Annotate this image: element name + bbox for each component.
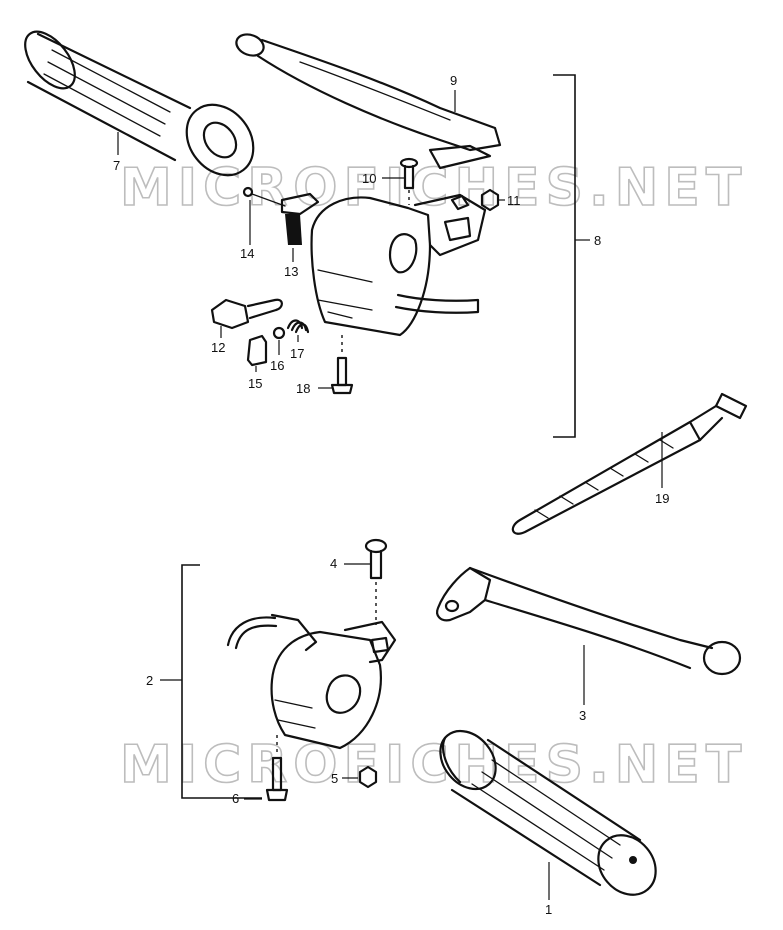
block-part-15[interactable] [246, 334, 268, 367]
callout-15: 15 [248, 376, 262, 391]
grip-right-part-1[interactable] [429, 720, 667, 906]
knob-part-13[interactable] [280, 192, 320, 245]
callout-9: 9 [450, 73, 457, 88]
watermark-top: MICROFICHES.NET [120, 158, 747, 218]
switch-housing-part-2[interactable] [226, 613, 397, 750]
callout-4: 4 [330, 556, 337, 571]
watermark-bottom: MICROFICHES.NET [120, 735, 747, 795]
bracket-part-2 [181, 564, 262, 799]
grip-left-part-7[interactable] [15, 23, 267, 189]
callout-10: 10 [362, 171, 376, 186]
callout-12: 12 [211, 340, 225, 355]
callout-16: 16 [270, 358, 284, 373]
ball-part-16[interactable] [272, 326, 286, 340]
callout-7: 7 [113, 158, 120, 173]
screw-part-14[interactable] [242, 186, 286, 207]
nut-part-11[interactable] [480, 188, 500, 212]
nut-part-5[interactable] [358, 765, 378, 789]
screw-part-6[interactable] [265, 735, 289, 802]
callout-6: 6 [232, 791, 239, 806]
callout-19: 19 [655, 491, 669, 506]
callout-5: 5 [331, 771, 338, 786]
callout-8: 8 [594, 233, 601, 248]
callout-14: 14 [240, 246, 254, 261]
spring-part-17[interactable] [286, 319, 310, 334]
callout-1: 1 [545, 902, 552, 917]
switch-housing-top[interactable] [310, 193, 487, 337]
screw-part-18[interactable] [330, 335, 354, 395]
lever-part-9[interactable] [233, 31, 502, 170]
cable-tie-part-19[interactable] [511, 392, 748, 535]
callout-2: 2 [146, 673, 153, 688]
callout-3: 3 [579, 708, 586, 723]
bracket-part-8 [553, 74, 576, 438]
clip-part-12[interactable] [210, 298, 283, 330]
callout-13: 13 [284, 264, 298, 279]
callout-11: 11 [507, 193, 521, 208]
callout-17: 17 [290, 346, 304, 361]
screw-part-4[interactable] [364, 538, 388, 625]
lever-part-3[interactable] [436, 566, 742, 676]
callout-18: 18 [296, 381, 310, 396]
screw-part-10[interactable] [399, 157, 419, 205]
